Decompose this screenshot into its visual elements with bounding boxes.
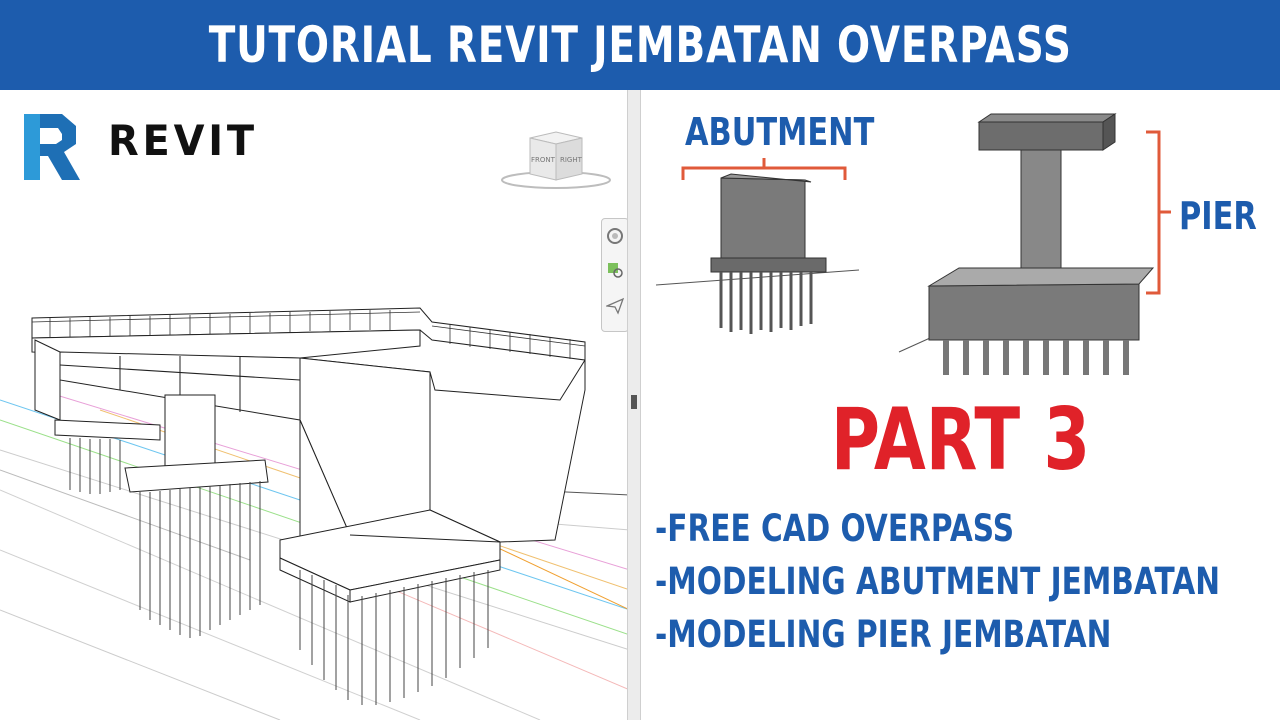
abutment-label: ABUTMENT [685,110,875,154]
revit-r-icon [24,114,80,180]
navigation-bar[interactable] [601,218,629,332]
viewcube-right-label: RIGHT [560,156,583,164]
revit-wordmark: REVIT [108,116,258,165]
revit-3d-viewport[interactable]: REVIT FRONT RIGHT [0,90,630,720]
viewcube[interactable]: FRONT RIGHT [500,130,612,190]
steering-wheel-icon[interactable] [606,227,624,245]
topic-list: -FREE CAD OVERPASS -MODELING ABUTMENT JE… [655,502,1280,661]
zoom-region-icon[interactable] [606,261,624,279]
viewport-splitter[interactable] [627,90,641,720]
list-item: -MODELING ABUTMENT JEMBATAN [655,560,1221,603]
part-title: PART 3 [830,390,1091,490]
list-item: -MODELING PIER JEMBATAN [655,613,1112,656]
paper-plane-icon[interactable] [606,297,624,315]
pier-label: PIER [1179,194,1257,238]
info-panel: ABUTMENT PIER PART 3 -FREE CAD OVERPASS … [641,90,1280,720]
splitter-grip[interactable] [631,395,637,409]
list-item: -FREE CAD OVERPASS [655,507,1015,550]
overpass-bridge-model [0,307,630,720]
viewcube-front-label: FRONT [531,156,556,164]
banner-title: TUTORIAL REVIT JEMBATAN OVERPASS [208,16,1072,74]
title-banner: TUTORIAL REVIT JEMBATAN OVERPASS [0,0,1280,90]
bridge-components-diagram [655,113,1171,375]
